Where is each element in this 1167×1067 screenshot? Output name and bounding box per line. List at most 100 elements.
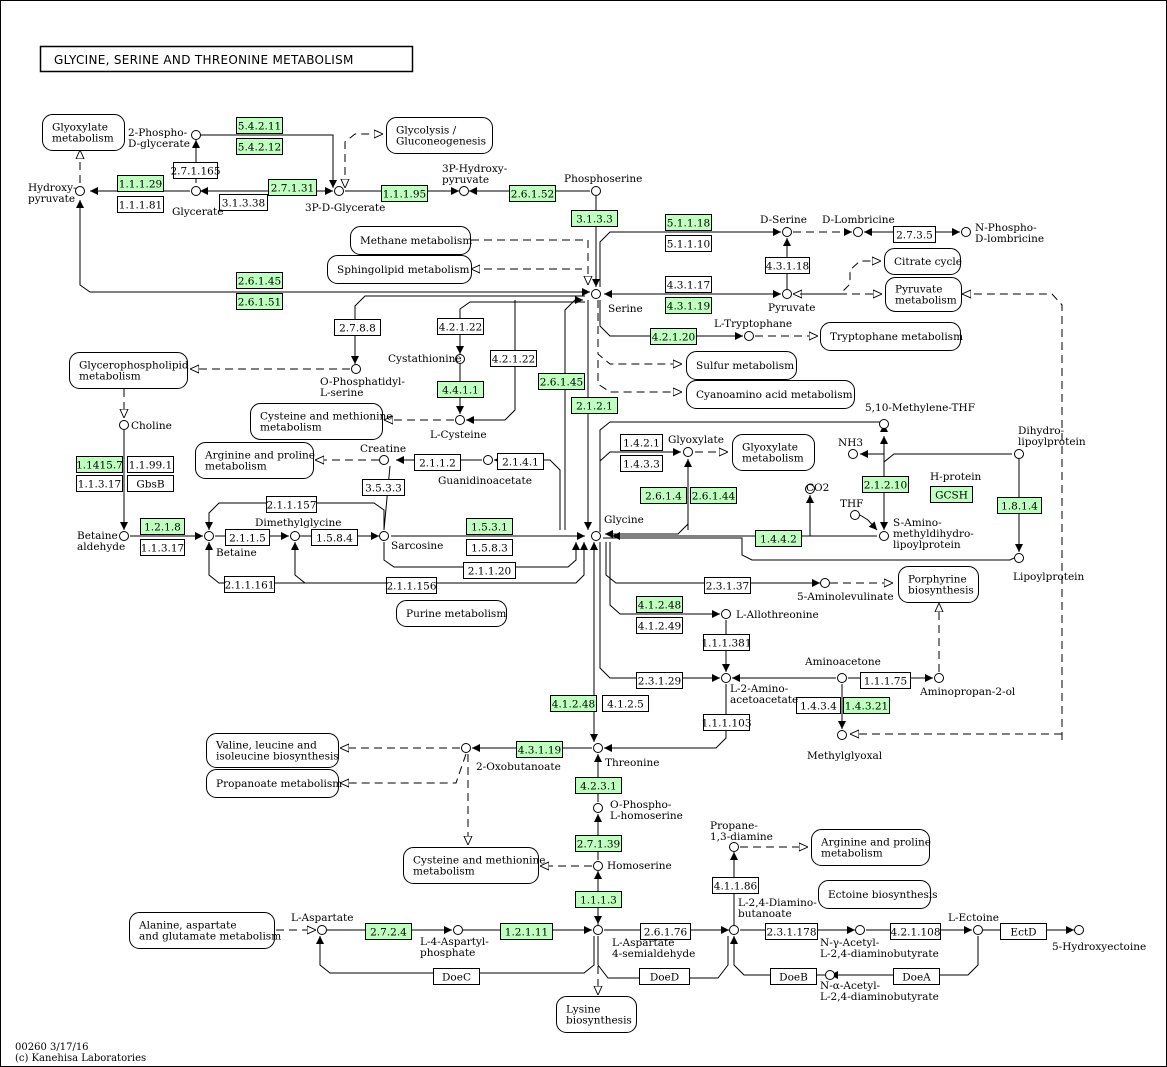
compound-betaine[interactable] (204, 531, 214, 541)
enzyme-1-1-1-29[interactable]: 1.1.1.29 (117, 175, 164, 192)
map-link-sphingolipid-metabolism[interactable]: Sphingolipid metabolism (327, 255, 472, 284)
enzyme-5-4-2-11[interactable]: 5.4.2.11 (236, 117, 283, 134)
map-link-methane-metabolism[interactable]: Methane metabolism (350, 226, 473, 255)
enzyme-4-2-1-20[interactable]: 4.2.1.20 (650, 328, 697, 345)
compound-l-allothreonine[interactable] (721, 609, 731, 619)
enzyme-gcsh[interactable]: GCSH (930, 486, 973, 503)
compound-thf[interactable] (850, 510, 860, 520)
compound-l-2-4-diaminobutanoate[interactable] (729, 925, 739, 935)
enzyme-2-6-1-45[interactable]: 2.6.1.45 (236, 272, 283, 289)
enzyme-doea[interactable]: DoeA (893, 968, 940, 985)
enzyme-2-1-1-20[interactable]: 2.1.1.20 (463, 562, 516, 579)
compound-n-gamma-acetyl-l-2-4-diaminobutyrate[interactable] (855, 925, 865, 935)
compound-dihydrolipoylprotein[interactable] (1014, 449, 1024, 459)
enzyme-1-4-4-2[interactable]: 1.4.4.2 (755, 530, 802, 547)
compound-phosphoserine[interactable] (591, 186, 601, 196)
compound-3p-d-glycerate[interactable] (334, 186, 344, 196)
enzyme-1-4-3-21[interactable]: 1.4.3.21 (843, 697, 890, 714)
enzyme-2-6-1-4[interactable]: 2.6.1.4 (640, 487, 687, 504)
compound-dimethylglycine[interactable] (290, 531, 300, 541)
compound-choline[interactable] (119, 420, 129, 430)
map-link-cyanoamino-acid-metabolism[interactable]: Cyanoamino acid metabolism (686, 380, 855, 409)
compound-betaine-aldehyde[interactable] (119, 531, 129, 541)
compound-guanidinoacetate[interactable] (483, 455, 493, 465)
enzyme-4-1-1-86[interactable]: 4.1.1.86 (712, 877, 759, 894)
enzyme-2-7-8-8[interactable]: 2.7.8.8 (334, 319, 381, 336)
enzyme-gbsb[interactable]: GbsB (127, 475, 174, 492)
enzyme-1-5-8-4[interactable]: 1.5.8.4 (311, 529, 358, 546)
compound-n-alpha-acetyl-l-2-4-diaminobutyrate[interactable] (825, 970, 835, 980)
compound-l-2-amino-acetoacetate[interactable] (721, 673, 731, 683)
enzyme-2-1-2-1[interactable]: 2.1.2.1 (571, 397, 618, 414)
enzyme-3-1-3-38[interactable]: 3.1.3.38 (219, 194, 268, 211)
map-link-propanoate-metabolism[interactable]: Propanoate metabolism (206, 769, 343, 798)
enzyme-2-7-1-165[interactable]: 2.7.1.165 (170, 162, 221, 179)
map-link-ectoine-biosynthesis[interactable]: Ectoine biosynthesis (818, 880, 938, 909)
enzyme-2-1-4-1[interactable]: 2.1.4.1 (497, 453, 544, 470)
enzyme-4-2-1-22[interactable]: 4.2.1.22 (490, 350, 537, 367)
compound-5-hydroxyectoine[interactable] (1074, 925, 1084, 935)
compound-glycerate[interactable] (191, 186, 201, 196)
enzyme-2-1-1-5[interactable]: 2.1.1.5 (225, 529, 270, 546)
map-link-citrate-cycle[interactable]: Citrate cycle (884, 248, 962, 275)
compound-hydroxypyruvate[interactable] (75, 186, 85, 196)
compound-creatine[interactable] (379, 455, 389, 465)
enzyme-1-4-2-1[interactable]: 1.4.2.1 (620, 434, 663, 451)
enzyme-4-3-1-17[interactable]: 4.3.1.17 (665, 276, 712, 293)
enzyme-4-2-1-108[interactable]: 4.2.1.108 (890, 923, 941, 940)
enzyme-4-3-1-19[interactable]: 4.3.1.19 (665, 297, 712, 314)
enzyme-1-8-1-4[interactable]: 1.8.1.4 (997, 497, 1042, 514)
enzyme-2-1-1-157[interactable]: 2.1.1.157 (266, 496, 317, 513)
compound-o-phosphatidyl-l-serine[interactable] (351, 364, 361, 374)
compound-2-oxobutanoate[interactable] (461, 743, 471, 753)
compound-methylglyoxal[interactable] (837, 730, 847, 740)
enzyme-4-2-1-22[interactable]: 4.2.1.22 (437, 318, 484, 335)
compound-l-cysteine[interactable] (455, 415, 465, 425)
enzyme-2-6-1-52[interactable]: 2.6.1.52 (509, 185, 556, 202)
enzyme-4-4-1-1[interactable]: 4.4.1.1 (437, 381, 484, 398)
compound-glycine[interactable] (591, 531, 601, 541)
enzyme-2-3-1-178[interactable]: 2.3.1.178 (765, 923, 818, 940)
enzyme-4-1-2-48[interactable]: 4.1.2.48 (550, 695, 597, 712)
compound-2-phospho-d-glycerate[interactable] (191, 130, 201, 140)
compound-l-aspartate[interactable] (317, 925, 327, 935)
compound-l-4-aspartyl-phosphate[interactable] (453, 925, 463, 935)
compound-glyoxylate[interactable] (683, 447, 693, 457)
compound-cystathionine[interactable] (455, 354, 465, 364)
enzyme-1-1-1-95[interactable]: 1.1.1.95 (381, 185, 428, 202)
enzyme-5-4-2-12[interactable]: 5.4.2.12 (236, 138, 283, 155)
enzyme-ectd[interactable]: EctD (1000, 923, 1047, 940)
compound-n-phospho-d-lombricine[interactable] (961, 227, 971, 237)
enzyme-1-1415-7[interactable]: 1.1415.7 (76, 456, 123, 473)
compound-d-serine[interactable] (782, 227, 792, 237)
enzyme-1-1-1-381[interactable]: 1.1.1.381 (701, 634, 752, 651)
enzyme-4-1-2-49[interactable]: 4.1.2.49 (636, 617, 683, 634)
enzyme-2-3-1-37[interactable]: 2.3.1.37 (704, 577, 751, 594)
compound-homoserine[interactable] (593, 861, 603, 871)
map-link-sulfur-metabolism[interactable]: Sulfur metabolism (686, 351, 797, 380)
enzyme-2-3-1-29[interactable]: 2.3.1.29 (636, 672, 683, 689)
enzyme-4-3-1-18[interactable]: 4.3.1.18 (765, 257, 810, 274)
enzyme-doec[interactable]: DoeC (433, 968, 480, 985)
compound-5-aminolevulinate[interactable] (820, 578, 830, 588)
compound-l-tryptophane[interactable] (744, 331, 754, 341)
enzyme-2-7-1-31[interactable]: 2.7.1.31 (268, 179, 317, 196)
enzyme-1-4-3-4[interactable]: 1.4.3.4 (796, 697, 841, 714)
enzyme-1-1-3-17[interactable]: 1.1.3.17 (76, 475, 123, 492)
compound-3p-hydroxypyruvate[interactable] (459, 186, 469, 196)
enzyme-1-5-8-3[interactable]: 1.5.8.3 (466, 539, 513, 556)
enzyme-doed[interactable]: DoeD (639, 968, 690, 985)
compound-l-ectoine[interactable] (973, 925, 983, 935)
compound-d-lombricine[interactable] (853, 227, 863, 237)
enzyme-doeb[interactable]: DoeB (770, 968, 817, 985)
enzyme-1-2-1-11[interactable]: 1.2.1.11 (500, 923, 553, 940)
map-link-glycolysis-gluconeogenesis[interactable]: Glycolysis /Gluconeogenesis (386, 117, 493, 154)
map-link-purine-metabolism[interactable]: Purine metabolism (396, 600, 507, 627)
enzyme-1-5-3-1[interactable]: 1.5.3.1 (466, 518, 513, 535)
